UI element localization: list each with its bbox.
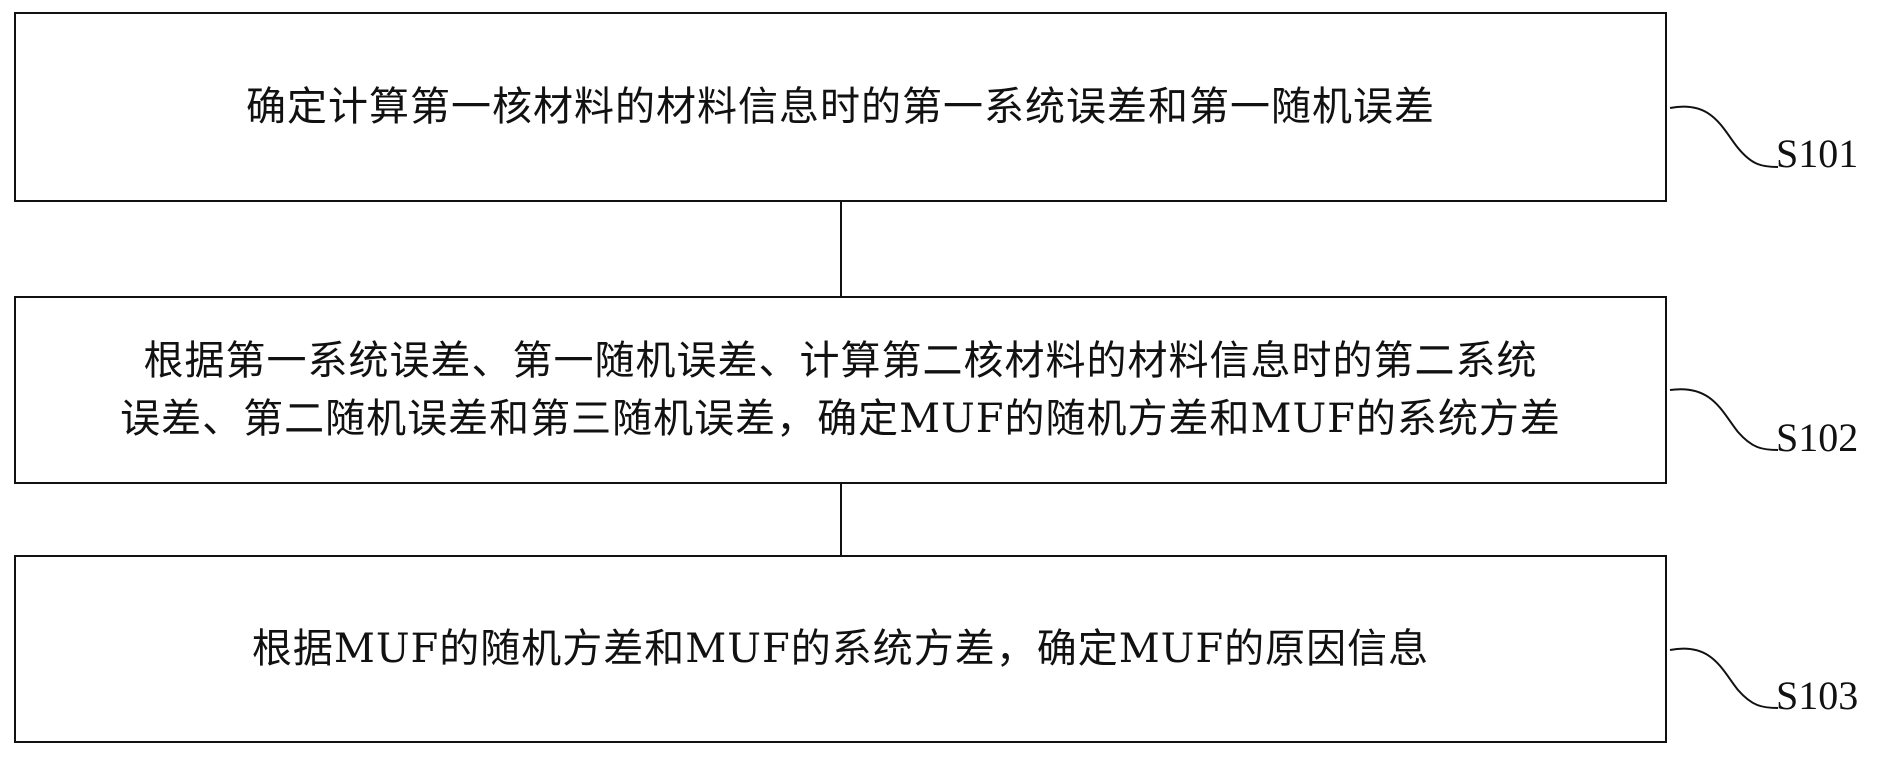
- step-box-s103: 根据MUF的随机方差和MUF的系统方差，确定MUF的原因信息: [14, 555, 1667, 743]
- leader-line-s102: [1669, 388, 1779, 451]
- leader-line-s103: [1669, 647, 1779, 709]
- step-text-s103: 根据MUF的随机方差和MUF的系统方差，确定MUF的原因信息: [232, 620, 1449, 678]
- step-label-s103: S103: [1776, 673, 1859, 718]
- step-box-s101: 确定计算第一核材料的材料信息时的第一系统误差和第一随机误差: [14, 12, 1667, 202]
- step-text-line: 根据MUF的随机方差和MUF的系统方差，确定MUF的原因信息: [251, 626, 1430, 672]
- step-text-line: 确定计算第一核材料的材料信息时的第一系统误差和第一随机误差: [246, 84, 1435, 130]
- step-text-s101: 确定计算第一核材料的材料信息时的第一系统误差和第一随机误差: [226, 78, 1455, 136]
- step-label-s102: S102: [1776, 415, 1859, 460]
- step-box-s102: 根据第一系统误差、第一随机误差、计算第二核材料的材料信息时的第二系统 误差、第二…: [14, 296, 1667, 484]
- step-label-s101: S101: [1776, 131, 1859, 176]
- connector-line-2: [840, 484, 842, 555]
- step-text-line: 误差、第二随机误差和第三随机误差，确定MUF的随机方差和MUF的系统方差: [120, 396, 1561, 442]
- step-text-line: 根据第一系统误差、第一随机误差、计算第二核材料的材料信息时的第二系统: [143, 338, 1538, 384]
- connector-line-1: [840, 202, 842, 296]
- step-text-s102: 根据第一系统误差、第一随机误差、计算第二核材料的材料信息时的第二系统 误差、第二…: [100, 332, 1581, 448]
- leader-line-s101: [1669, 105, 1779, 168]
